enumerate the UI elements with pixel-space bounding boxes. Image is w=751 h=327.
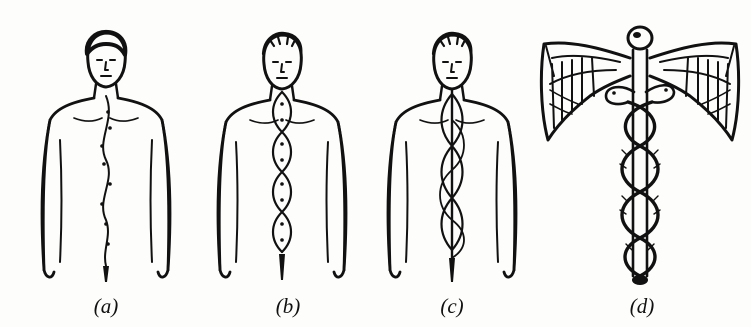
caption-c: (c) bbox=[422, 294, 482, 319]
panel-c-torso bbox=[388, 33, 516, 282]
caption-b: (b) bbox=[258, 294, 318, 319]
caption-d: (d) bbox=[612, 294, 672, 319]
panel-a-torso bbox=[42, 32, 170, 282]
caption-a: (a) bbox=[76, 294, 136, 319]
panel-b-torso bbox=[218, 33, 346, 280]
panel-d-caduceus bbox=[541, 27, 738, 285]
